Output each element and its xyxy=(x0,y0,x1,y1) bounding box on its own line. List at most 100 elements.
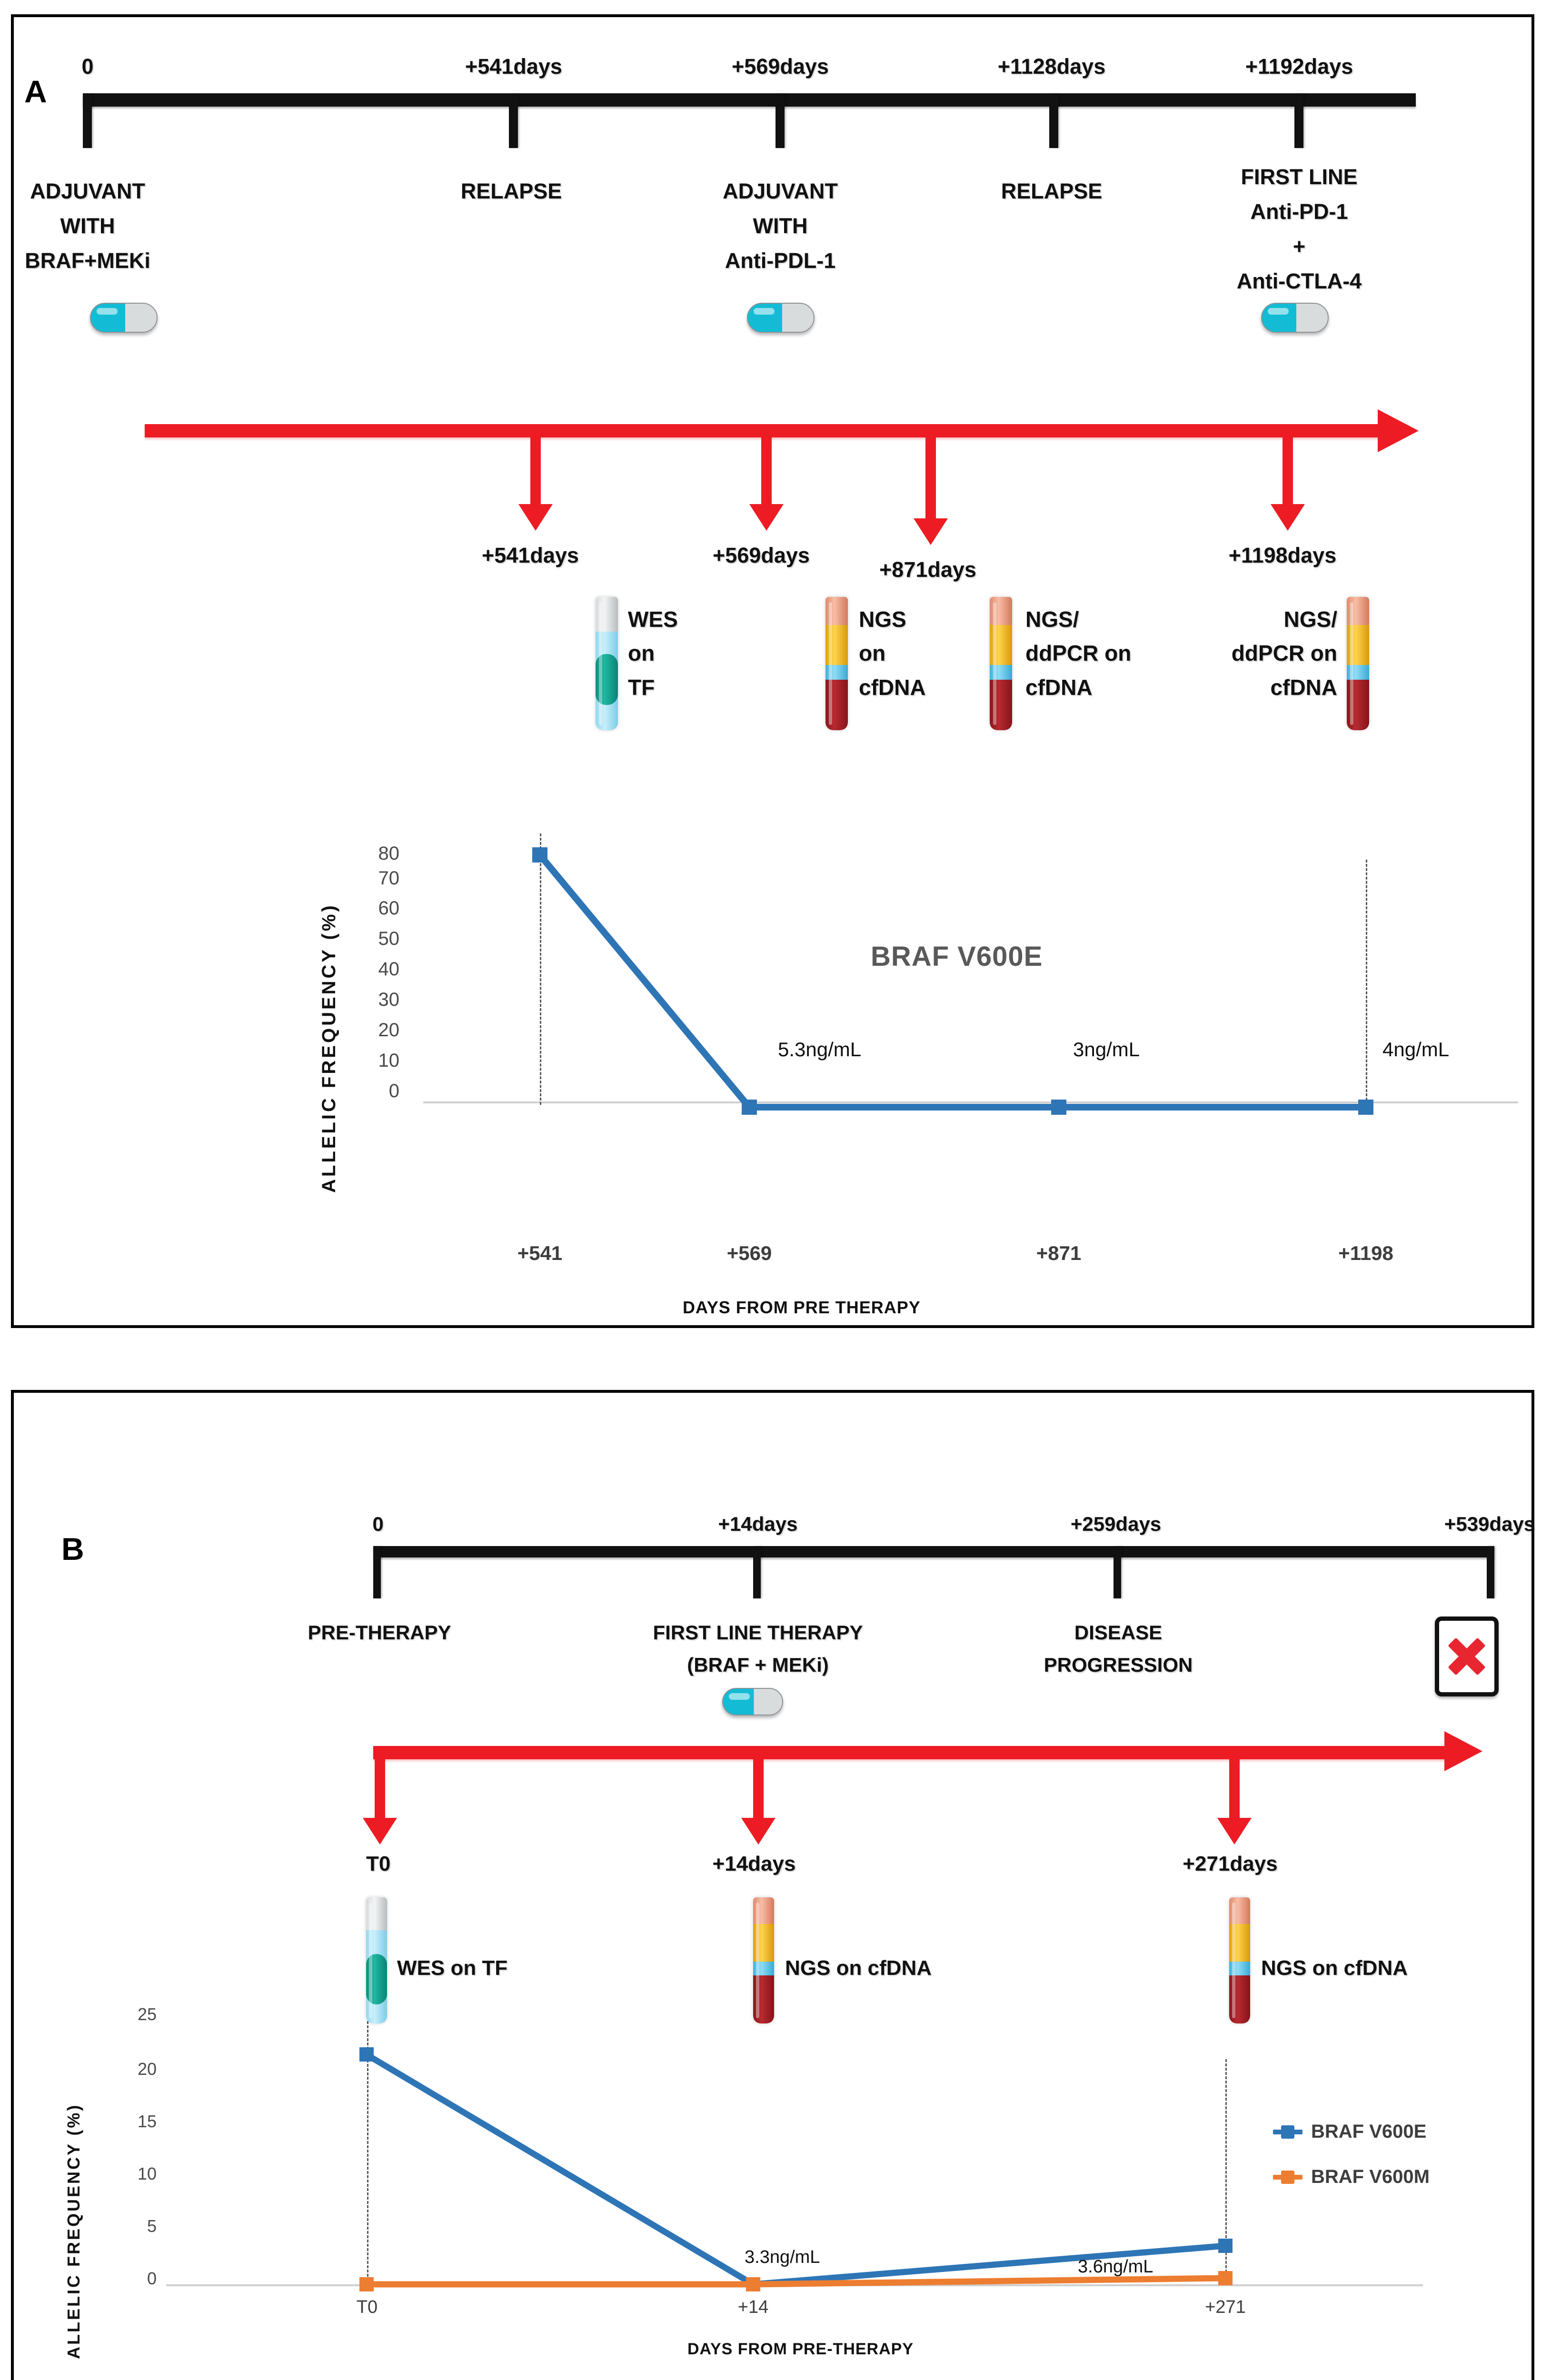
panel-b-treatment-tick-1 xyxy=(753,1546,761,1598)
panel-a-sampling-arrow-2-icon xyxy=(914,518,948,545)
panel-a-treatment-tick-3 xyxy=(1049,93,1058,148)
panel-a-marker-0 xyxy=(532,847,547,863)
panel-b-sampling-arrow-0-icon xyxy=(363,1818,397,1844)
panel-b-plot-svg xyxy=(359,2047,1233,2291)
panel-b-sampling-stem-1 xyxy=(753,1752,764,1819)
panel-b-assay-0: WES on TF xyxy=(397,1956,508,1980)
panel-b-gridline-271 xyxy=(1225,2059,1227,2285)
panel-b-day-label-2: +259days xyxy=(1070,1513,1162,1535)
blood-tube-icon-a3 xyxy=(1347,597,1369,730)
tube-cap xyxy=(366,1897,387,1930)
panel-a-series-braf-v600e xyxy=(537,853,1366,1111)
panel-a-day-label-3: +1128days xyxy=(997,54,1106,79)
panel-a-treatment-tick-4 xyxy=(1294,93,1303,148)
panel-a-xtick-1: +569 xyxy=(726,1242,772,1264)
tube-blood xyxy=(990,679,1012,730)
panel-b-letter: B xyxy=(61,1531,84,1567)
panel-a-treatment-tick-2 xyxy=(776,93,785,148)
tube-blood xyxy=(753,1975,774,2023)
panel-b-xtick-0: T0 xyxy=(356,2297,378,2317)
panel-b-legend-item-braf-v600e: BRAF V600E xyxy=(1273,2121,1426,2142)
panel-a-sampling-arrow-3-icon xyxy=(1271,504,1305,531)
panel-a-gridline-541 xyxy=(540,833,541,1105)
panel-a-day-label-4: +1192days xyxy=(1245,54,1353,79)
panel-b-marker-m-0 xyxy=(359,2277,374,2291)
tube-plasma xyxy=(753,1924,774,1962)
panel-a-xtick-2: +871 xyxy=(1036,1242,1082,1264)
panel-a-marker-2 xyxy=(1051,1100,1066,1115)
panel-a-sample-day-3: +1198days xyxy=(1228,543,1337,567)
panel-b-ytick-25: 25 xyxy=(137,2004,157,2024)
panel-a-marker-3 xyxy=(1358,1100,1373,1115)
panel-a-sample-day-0: +541days xyxy=(482,543,579,567)
panel-a-marker-1 xyxy=(742,1100,757,1115)
panel-b-sampling-arrow-1-icon xyxy=(741,1818,776,1844)
tissue-tube-icon-b xyxy=(366,1897,387,2023)
tube-cap xyxy=(990,597,1012,625)
red-x-icon xyxy=(1435,1616,1499,1696)
panel-a-day-label-1: +541days xyxy=(465,54,562,79)
tube-blood xyxy=(825,679,848,730)
panel-a-conc-1198: 4ng/mL xyxy=(1382,1038,1450,1061)
tube-sample xyxy=(596,654,618,705)
panel-a-plot-svg xyxy=(532,847,1373,1115)
tube-cap xyxy=(1229,1897,1250,1924)
panel-b-sample-day-1: +14days xyxy=(712,1852,796,1875)
panel-b-marker-e-0 xyxy=(359,2047,374,2062)
blood-tube-icon-b2 xyxy=(1229,1897,1250,2023)
panel-a-ytick-80: 80 xyxy=(378,843,400,864)
tube-cap xyxy=(596,597,618,632)
tube-buffy xyxy=(990,664,1012,680)
panel-b-event-progression: DISEASE PROGRESSION xyxy=(1044,1621,1193,1676)
panel-a-treatment-tick-0 xyxy=(83,93,92,148)
capsule-icon-first-line xyxy=(1261,303,1329,333)
tissue-tube-icon-a xyxy=(596,597,618,730)
panel-a-ytick-70: 70 xyxy=(378,868,400,889)
panel-b-conc-271: 3.6ng/mL xyxy=(1078,2257,1153,2277)
panel-a-sampling-stem-2 xyxy=(925,431,936,519)
panel-a-xtick-3: +1198 xyxy=(1338,1242,1393,1264)
panel-a-event-adjuvant-braf-meki: ADJUVANT WITH BRAF+MEKi xyxy=(25,179,150,273)
tube-buffy xyxy=(1347,664,1369,680)
panel-b-sampling-axis xyxy=(373,1746,1447,1759)
panel-b-gridline-t0 xyxy=(367,2021,368,2285)
capsule-icon-first-line-b xyxy=(722,1688,783,1716)
panel-b-ytick-0: 0 xyxy=(147,2269,157,2288)
panel-b-ytick-15: 15 xyxy=(137,2112,157,2131)
panel-a-event-relapse-1: RELAPSE xyxy=(460,179,562,203)
panel-a-event-relapse-2: RELAPSE xyxy=(1001,179,1103,203)
panel-b-assay-1: NGS on cfDNA xyxy=(785,1956,932,1980)
panel-a-conc-871: 3ng/mL xyxy=(1073,1038,1140,1061)
panel-a-ytick-50: 50 xyxy=(378,928,400,949)
legend-label-braf-v600e: BRAF V600E xyxy=(1311,2121,1427,2142)
panel-b-marker-m-1 xyxy=(746,2277,760,2291)
panel-b-sampling-stem-2 xyxy=(1229,1752,1240,1819)
panel-a-ytick-30: 30 xyxy=(378,989,400,1010)
panel-b-ytick-20: 20 xyxy=(137,2059,157,2079)
panel-a-sample-day-2: +871days xyxy=(879,557,976,582)
panel-b-event-pre-therapy: PRE-THERAPY xyxy=(308,1621,451,1644)
tube-plasma xyxy=(990,625,1012,665)
panel-a-gridline-1198 xyxy=(1366,860,1367,1105)
panel-b: B 0 +14days +259days +539days PRE-THERAP… xyxy=(11,1390,1535,2380)
panel-b-sampling-stem-0 xyxy=(375,1752,385,1819)
panel-a-day-label-2: +569days xyxy=(732,54,829,79)
panel-b-treatment-tick-2 xyxy=(1114,1546,1121,1598)
panel-b-marker-e-2 xyxy=(1218,2239,1233,2253)
panel-b-treatment-tick-0 xyxy=(373,1546,381,1598)
panel-b-ytick-10: 10 xyxy=(137,2164,157,2183)
tube-sample xyxy=(366,1954,387,2005)
panel-a-baseline xyxy=(423,1101,1518,1103)
panel-a-ytick-40: 40 xyxy=(378,959,400,980)
panel-b-marker-m-2 xyxy=(1218,2271,1233,2285)
panel-a-treatment-axis xyxy=(83,93,1416,107)
panel-b-sampling-arrowhead-icon xyxy=(1444,1731,1482,1771)
panel-b-xtick-1: +14 xyxy=(737,2297,769,2317)
panel-b-sample-day-2: +271days xyxy=(1183,1852,1278,1875)
panel-b-day-label-0: 0 xyxy=(372,1513,384,1535)
tube-blood xyxy=(1347,679,1369,730)
panel-a-sampling-arrowhead-icon xyxy=(1378,409,1419,452)
capsule-icon-adjuvant-1 xyxy=(90,303,158,333)
blood-tube-icon-a2 xyxy=(990,597,1012,730)
tube-cap xyxy=(753,1897,774,1924)
